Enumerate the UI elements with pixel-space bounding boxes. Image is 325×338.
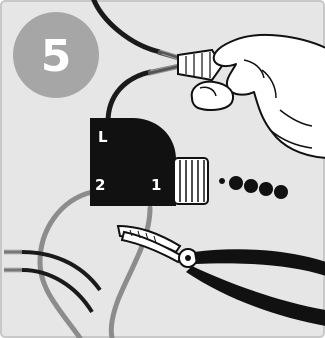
step-number: 5 bbox=[41, 31, 72, 82]
terminal-block: L 2 1 bbox=[90, 118, 176, 206]
step-badge: 5 bbox=[13, 12, 99, 98]
terminal-label-2: 2 bbox=[95, 176, 105, 194]
terminal-label-1: 1 bbox=[151, 176, 161, 194]
screw-terminal bbox=[174, 158, 208, 204]
terminal-label-l: L bbox=[98, 128, 108, 146]
